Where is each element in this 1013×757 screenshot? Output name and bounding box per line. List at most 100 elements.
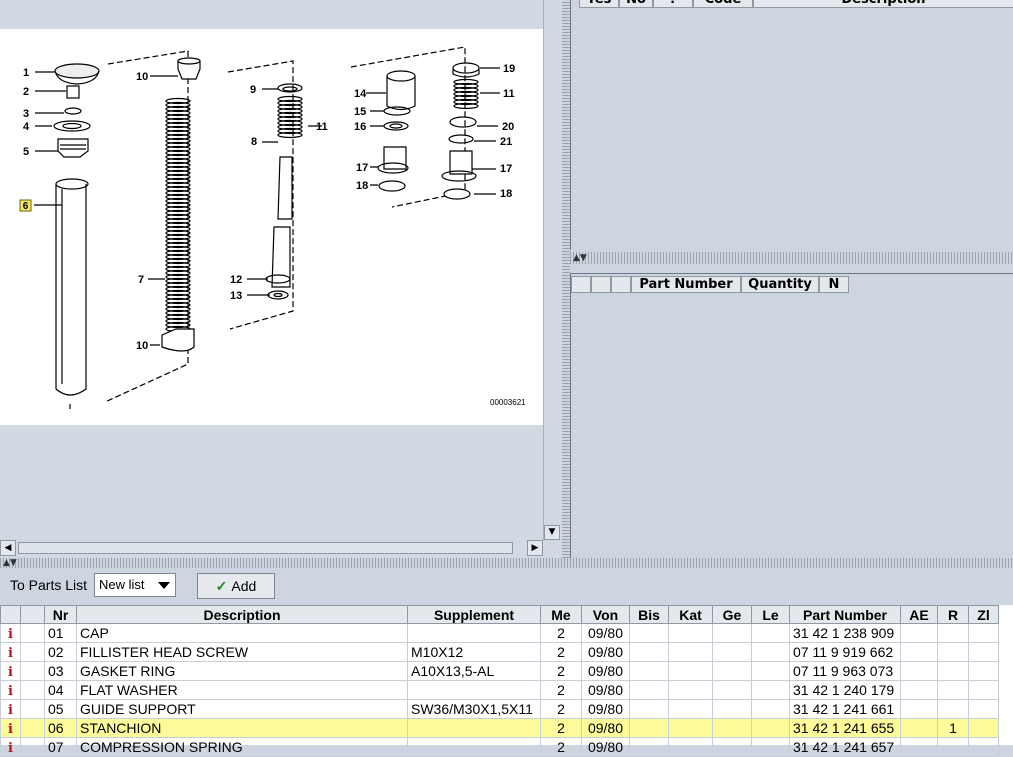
col-header-info[interactable] xyxy=(0,605,21,624)
callout-6-highlighted[interactable]: 6 xyxy=(23,201,29,212)
col-header-r[interactable]: R xyxy=(937,605,969,624)
checkmark-icon: ✓ xyxy=(215,578,228,594)
info-cell[interactable]: i xyxy=(0,737,21,757)
callout-14[interactable]: 14 xyxy=(354,88,367,100)
info-cell[interactable]: i xyxy=(0,623,21,643)
callout-4[interactable]: 4 xyxy=(23,121,30,133)
cell-zl xyxy=(968,699,999,719)
callout-9[interactable]: 9 xyxy=(250,84,256,96)
info-icon[interactable]: i xyxy=(8,702,13,718)
callout-17[interactable]: 17 xyxy=(356,162,368,174)
pl-col-header-n[interactable]: N xyxy=(819,276,849,293)
pl-col-header-3[interactable] xyxy=(611,276,631,293)
col-header-me[interactable]: Me xyxy=(540,605,582,624)
col-header-part-number[interactable]: Part Number xyxy=(789,605,901,624)
callout-11[interactable]: 11 xyxy=(316,121,328,133)
diagram-vertical-scrollbar[interactable]: ▼ xyxy=(543,0,561,540)
callout-10[interactable]: 10 xyxy=(136,340,148,352)
callout-19[interactable]: 19 xyxy=(503,63,515,75)
info-cell[interactable]: i xyxy=(0,680,21,700)
callout-17[interactable]: 17 xyxy=(500,163,512,175)
callout-3[interactable]: 3 xyxy=(23,108,29,120)
col-header-yes[interactable]: Yes xyxy=(579,0,619,8)
callout-2[interactable]: 2 xyxy=(23,86,29,98)
right-pane-splitter[interactable]: ▲▼ xyxy=(570,252,1013,264)
info-icon[interactable]: i xyxy=(8,721,13,737)
col-header-kat[interactable]: Kat xyxy=(668,605,713,624)
cell-bis xyxy=(629,661,669,681)
callout-21[interactable]: 21 xyxy=(500,136,512,148)
diagram-horizontal-scrollbar[interactable]: ◀ ▶ xyxy=(0,540,543,556)
blank-cell xyxy=(20,699,45,719)
cell-ge xyxy=(712,737,752,757)
callout-1[interactable]: 1 xyxy=(23,67,29,79)
horizontal-splitter[interactable]: ▲▼ xyxy=(0,558,1013,568)
info-cell[interactable]: i xyxy=(0,699,21,719)
pl-col-header-part-number[interactable]: Part Number xyxy=(631,276,741,293)
splitter-arrows-icon[interactable]: ▲▼ xyxy=(573,253,587,263)
pl-col-header-2[interactable] xyxy=(591,276,611,293)
callout-13[interactable]: 13 xyxy=(230,290,242,302)
col-header-code[interactable]: Code xyxy=(693,0,753,8)
col-header-no[interactable]: No xyxy=(619,0,653,8)
col-header-ae[interactable]: AE xyxy=(900,605,938,624)
callout-10[interactable]: 10 xyxy=(136,71,148,83)
horizontal-scroll-thumb[interactable] xyxy=(18,542,513,554)
cell-bis xyxy=(629,737,669,757)
cell-me: 2 xyxy=(540,661,582,681)
scroll-left-arrow-icon[interactable]: ◀ xyxy=(0,540,16,556)
col-header-nr[interactable]: Nr xyxy=(44,605,77,624)
col-header-description[interactable]: Description xyxy=(753,0,1013,8)
callout-11[interactable]: 11 xyxy=(503,88,515,100)
col-header-ge[interactable]: Ge xyxy=(712,605,752,624)
callout-18[interactable]: 18 xyxy=(356,180,368,192)
pl-col-header-quantity[interactable]: Quantity xyxy=(741,276,819,293)
cell-nr: 03 xyxy=(44,661,77,681)
info-cell[interactable]: i xyxy=(0,642,21,662)
callout-16[interactable]: 16 xyxy=(354,121,366,133)
info-icon[interactable]: i xyxy=(8,664,13,680)
info-icon[interactable]: i xyxy=(8,645,13,661)
vertical-splitter[interactable] xyxy=(562,0,570,558)
col-header-von[interactable]: Von xyxy=(581,605,630,624)
scroll-down-arrow-icon[interactable]: ▼ xyxy=(544,525,560,540)
info-cell[interactable]: i xyxy=(0,661,21,681)
callout-15[interactable]: 15 xyxy=(354,106,366,118)
callout-5[interactable]: 5 xyxy=(23,146,29,158)
parts-list-select[interactable]: New list xyxy=(94,573,176,597)
info-cell[interactable]: i xyxy=(0,718,21,738)
cell-nr: 04 xyxy=(44,680,77,700)
blank-cell xyxy=(20,737,45,757)
col-header-le[interactable]: Le xyxy=(751,605,790,624)
chevron-down-icon[interactable] xyxy=(158,582,170,589)
callout-highlight xyxy=(19,199,32,212)
info-icon[interactable]: i xyxy=(8,683,13,699)
callout-18[interactable]: 18 xyxy=(500,188,512,200)
col-header-description[interactable]: Description xyxy=(76,605,408,624)
splitter-arrows-icon[interactable]: ▲▼ xyxy=(3,558,17,568)
callout-20[interactable]: 20 xyxy=(502,121,514,133)
info-icon[interactable]: i xyxy=(8,740,13,756)
pl-col-header-1[interactable] xyxy=(571,276,591,293)
col-header-question[interactable]: ? xyxy=(653,0,693,8)
info-icon[interactable]: i xyxy=(8,626,13,642)
scroll-right-arrow-icon[interactable]: ▶ xyxy=(527,540,543,556)
col-header-zl[interactable]: Zl xyxy=(968,605,999,624)
cell-von: 09/80 xyxy=(581,680,630,700)
col-header-bis[interactable]: Bis xyxy=(629,605,669,624)
col-header-supplement[interactable]: Supplement xyxy=(407,605,541,624)
add-button[interactable]: ✓Add xyxy=(197,573,275,599)
callout-7[interactable]: 7 xyxy=(138,274,144,286)
callout-8[interactable]: 8 xyxy=(251,136,257,148)
col-header-blank[interactable] xyxy=(20,605,45,624)
callout-12[interactable]: 12 xyxy=(230,274,242,286)
